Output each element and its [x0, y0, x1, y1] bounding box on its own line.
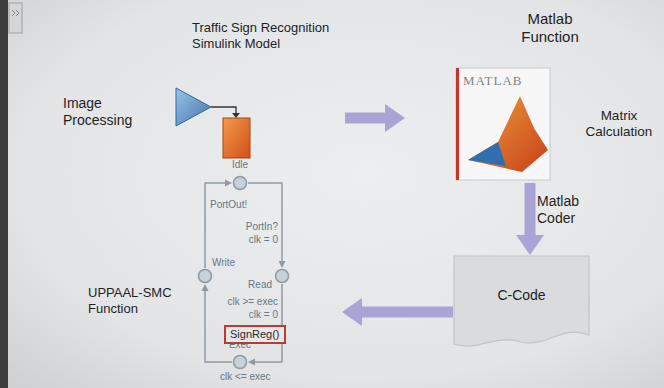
connector-line — [205, 183, 226, 268]
signal-wire — [211, 107, 236, 114]
arrowhead — [225, 180, 232, 187]
transition-edge — [202, 284, 233, 362]
edge-label: Matlab Coder — [537, 193, 599, 227]
signal-arrowhead — [232, 113, 240, 118]
gain-block — [176, 88, 211, 126]
node-text: C-Code — [497, 287, 545, 304]
circle-outline — [232, 354, 248, 370]
toolbar-icon — [9, 3, 22, 33]
location-circle: Idle — [232, 175, 248, 191]
edge-label: SignReg() — [224, 325, 286, 344]
matlab-logo-box — [456, 68, 550, 180]
connector-line — [525, 183, 536, 236]
arrowhead — [385, 104, 405, 132]
subsystem-block — [223, 118, 250, 158]
arrowhead — [202, 284, 209, 291]
connector-line — [254, 284, 282, 362]
location-shape — [234, 177, 247, 190]
figure-region: Traffic Sign Recognition Simulink Model — [170, 18, 345, 160]
annotation-label: clk >= exec — [227, 296, 278, 308]
circle-outline — [197, 268, 213, 284]
connector-line — [345, 113, 386, 124]
transition-edge — [205, 180, 232, 269]
node-text: Matlab Function — [505, 10, 595, 46]
location-shape — [234, 356, 247, 369]
annotation-label: Matrix Calculation — [578, 108, 660, 140]
edge-label: PortOut! — [210, 199, 247, 211]
node-text: UPPAAL-SMC Function — [88, 285, 183, 316]
node-text: Traffic Sign Recognition Simulink Model — [192, 20, 344, 51]
document-shape — [454, 256, 589, 346]
annotation-label: clk = 0 — [249, 309, 278, 321]
matlab-logo-strip — [456, 68, 459, 180]
node-text: Idle — [224, 159, 256, 171]
arrowhead — [342, 298, 362, 326]
annotation-label: clk = 0 — [249, 234, 278, 246]
annotation-label: MATLAB — [463, 73, 522, 89]
circle-outline — [274, 268, 290, 284]
location-shape — [276, 270, 289, 283]
arrowhead — [279, 261, 286, 268]
annotation-label: clk <= exec — [220, 371, 271, 383]
annotation-label: Image Processing — [63, 95, 148, 129]
location-shape — [199, 270, 212, 283]
location-circle: Write — [197, 268, 213, 284]
location-circle: Read — [274, 268, 290, 284]
flow-arrow — [345, 104, 405, 132]
toolbar-mark — [12, 10, 19, 16]
document-shape: C-Code — [453, 255, 590, 350]
figure-region: UPPAAL-SMC FunctionIdleWriteReadExec — [80, 160, 342, 386]
connector-line — [361, 307, 453, 318]
arrowhead — [248, 359, 255, 366]
node-text: Read — [248, 279, 272, 291]
node-text: Write — [212, 257, 235, 269]
flow-arrow — [342, 298, 453, 326]
circle-outline — [232, 175, 248, 191]
arrowhead — [516, 235, 544, 255]
screen-edge — [0, 0, 8, 388]
matlab-membrane — [468, 96, 548, 172]
matlab-membrane-shadow — [468, 142, 506, 166]
figure-region: Matlab Function — [405, 8, 595, 183]
location-circle: Exec — [232, 354, 248, 370]
edge-label: PortIn? — [246, 221, 278, 233]
